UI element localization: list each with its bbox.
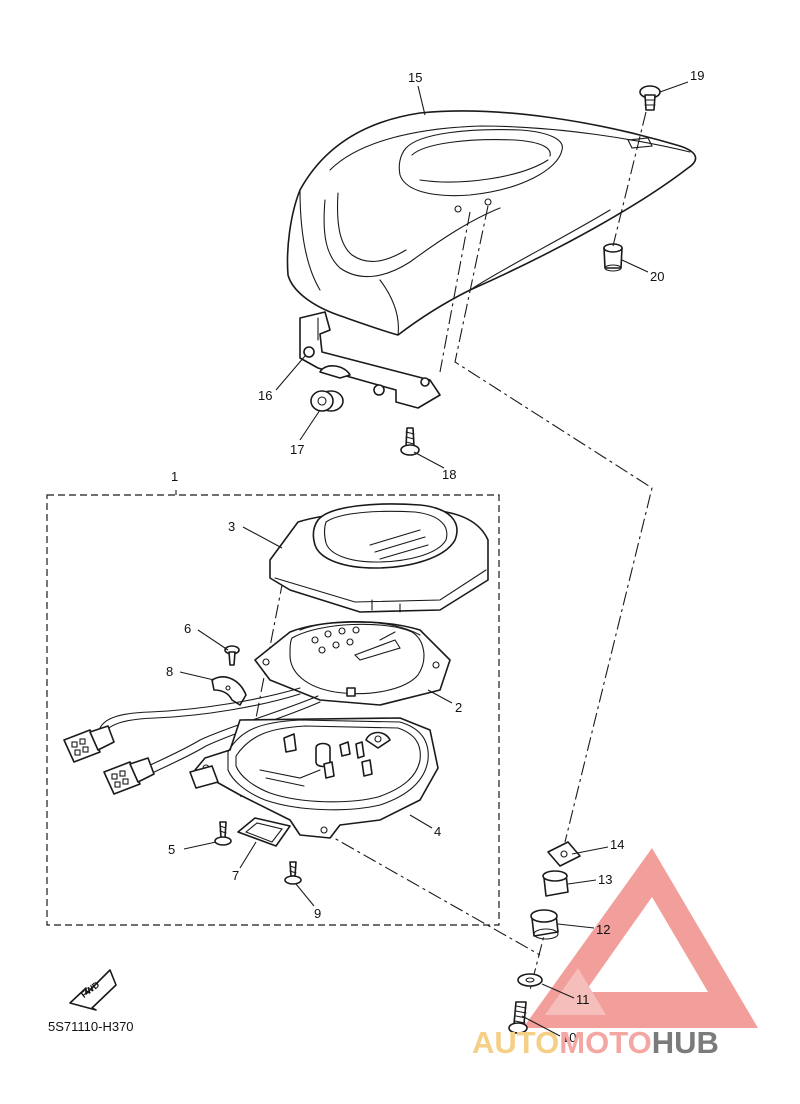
callout-19: 19	[690, 68, 704, 83]
part-19-bolt	[639, 85, 661, 111]
part-18-screw	[400, 427, 420, 456]
callout-5: 5	[168, 842, 175, 857]
watermark-logo	[523, 848, 758, 1028]
part-13-collar	[542, 870, 569, 897]
callout-2: 2	[455, 700, 462, 715]
watermark-hub: HUB	[652, 1025, 719, 1060]
part-12-grommet	[530, 909, 559, 940]
part-16-bracket	[299, 311, 441, 409]
watermark-moto: MOTO	[559, 1025, 651, 1060]
callout-6: 6	[184, 621, 191, 636]
part-3-meter-lens	[269, 503, 489, 613]
callout-labels: 15 19 20 16 17 18 1 3 6 8 2 4 5 7 9 14 1…	[166, 68, 704, 1045]
part-2-meter-face	[254, 621, 451, 706]
part-6-screw	[224, 645, 240, 666]
callout-11: 11	[576, 992, 590, 1007]
callout-10: 10	[562, 1030, 576, 1045]
drawing-code: 5S71110-H370	[48, 1019, 134, 1034]
watermark-auto: AUTO	[472, 1025, 559, 1060]
part-9-screw	[284, 861, 302, 885]
part-20-collar	[603, 243, 623, 272]
callout-8: 8	[166, 664, 173, 679]
fwd-arrow-icon: FWD	[69, 969, 117, 1011]
part-7-gasket	[237, 817, 291, 847]
part-14-nut-clip	[547, 841, 581, 867]
callout-4: 4	[434, 824, 441, 839]
part-11-washer	[517, 973, 543, 987]
watermark-triangle-inner	[585, 897, 708, 992]
callout-9: 9	[314, 906, 321, 921]
callout-7: 7	[232, 868, 239, 883]
watermark-triangle-mid	[545, 968, 606, 1015]
leader-lines	[175, 81, 689, 1037]
callout-18: 18	[442, 467, 456, 482]
callout-15: 15	[408, 70, 422, 85]
part-15-meter-cover	[286, 110, 697, 336]
part-8-clamp	[211, 676, 247, 706]
part-17-grommet	[310, 390, 344, 412]
callout-16: 16	[258, 388, 272, 403]
callout-12: 12	[596, 922, 610, 937]
watermark-text: AUTOMOTOHUB	[472, 1025, 719, 1060]
meter-assembly-box	[46, 494, 500, 926]
part-4-meter-case	[189, 717, 439, 839]
callout-13: 13	[598, 872, 612, 887]
callout-1: 1	[171, 469, 178, 484]
callout-3: 3	[228, 519, 235, 534]
wire-harness	[63, 687, 321, 795]
callout-14: 14	[610, 837, 624, 852]
part-10-bolt	[508, 1001, 528, 1034]
callout-17: 17	[290, 442, 304, 457]
part-5-screw	[214, 821, 232, 846]
callout-20: 20	[650, 269, 664, 284]
